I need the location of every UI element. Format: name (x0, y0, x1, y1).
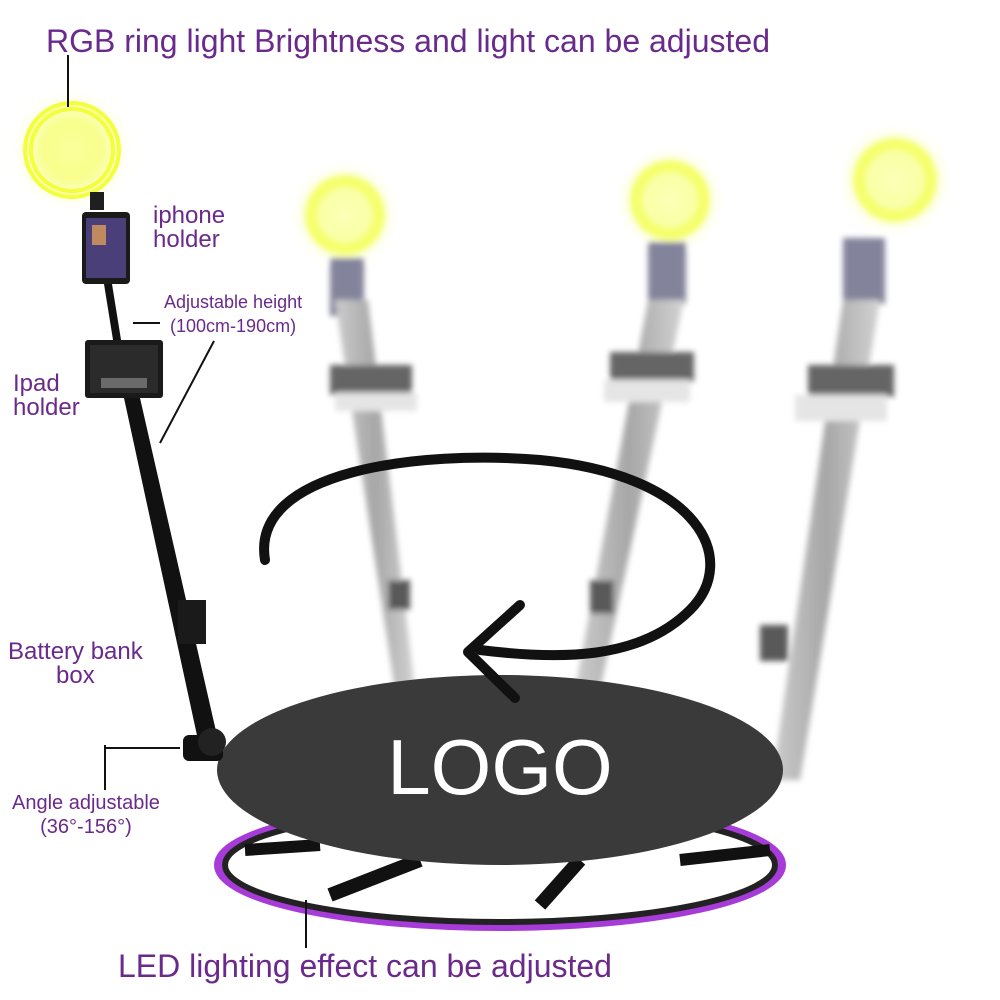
iphone-holder-label: iphone holder (153, 204, 225, 252)
angle-adjustable-label: Angle adjustable (36°-156°) (12, 793, 160, 837)
ipad-holder-label-line2: holder (13, 394, 80, 421)
main-pole (14, 92, 226, 761)
ipad-holder-label: Ipad holder (13, 372, 80, 420)
battery-box-label: Battery bank box (8, 640, 143, 688)
ghost-arm-middle (575, 145, 725, 690)
iphone-holder-label-line1: iphone (153, 202, 226, 229)
angle-adjustable-label-line2: (36°-156°) (40, 816, 132, 838)
battery-box-label-line1: Battery bank (8, 638, 143, 665)
led-effect-label: LED lighting effect can be adjusted (118, 948, 612, 984)
angle-adjustable-label-line1: Angle adjustable (12, 792, 160, 814)
platform-logo-text: LOGO (387, 723, 613, 811)
adjustable-height-label: Adjustable height (100cm-190cm) (164, 293, 302, 335)
rotating-platform (217, 675, 783, 865)
ipad-holder-label-line1: Ipad (13, 370, 60, 397)
ghost-arm-right (760, 122, 953, 780)
ghost-arm-left (290, 160, 417, 690)
battery-box-label-line2: box (56, 662, 95, 689)
adjustable-height-label-line2: (100cm-190cm) (170, 316, 297, 336)
adjustable-height-label-line1: Adjustable height (164, 292, 303, 312)
callout-lines (67, 55, 307, 948)
iphone-holder-label-line2: holder (153, 226, 220, 253)
rotation-arrow-icon (259, 452, 716, 703)
ring-light-label: RGB ring light Brightness and light can … (46, 23, 770, 59)
